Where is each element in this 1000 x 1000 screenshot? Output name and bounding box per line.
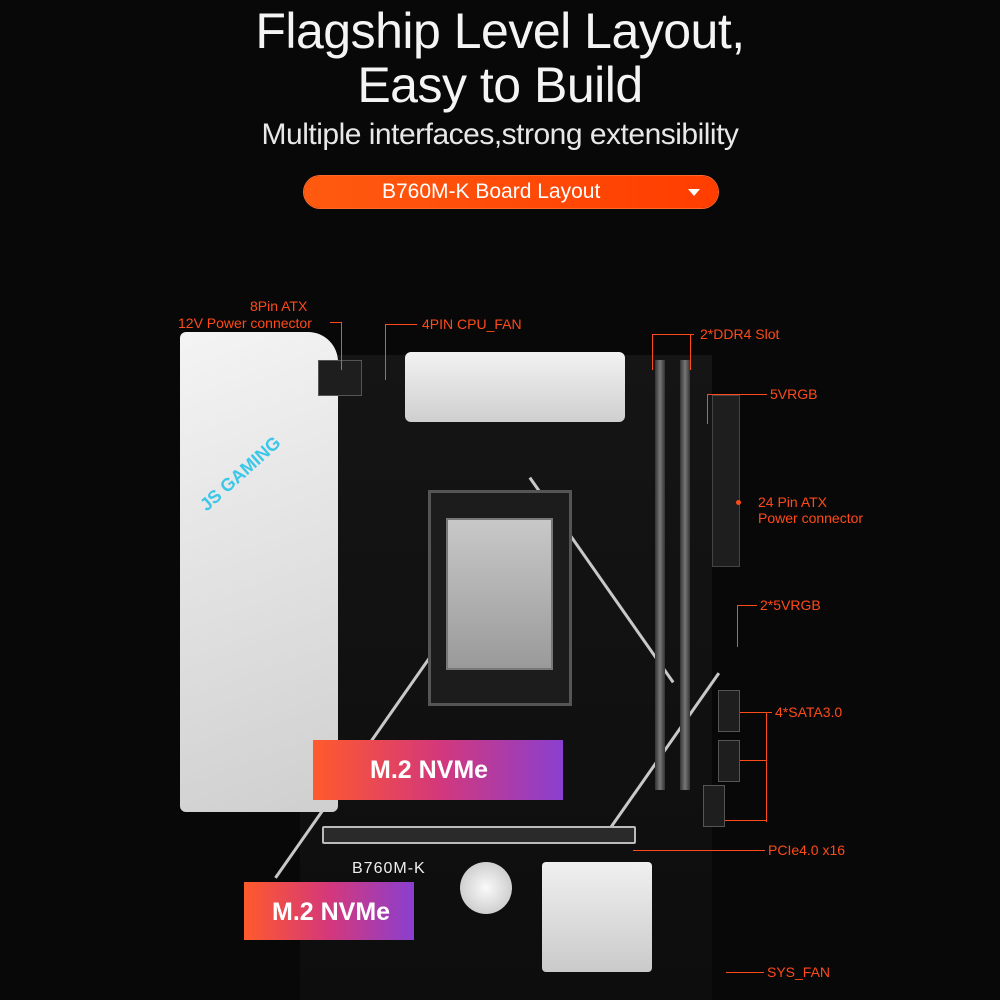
callout-dot	[736, 500, 741, 505]
m2-slot-1: M.2 NVMe	[313, 740, 563, 800]
callout-line	[652, 334, 653, 370]
callout-line	[725, 820, 767, 821]
callout-atx8-line2: 12V Power connector	[178, 315, 312, 331]
page-title-line-1: Flagship Level Layout,	[255, 3, 745, 59]
callout-line	[766, 712, 767, 822]
callout-atx24-line1: 24 Pin ATX	[758, 494, 828, 510]
callout-line	[652, 334, 694, 335]
callout-line	[690, 334, 691, 370]
callout-line	[740, 760, 767, 761]
callout-pcie: PCIe4.0 x16	[768, 842, 846, 858]
callout-line	[707, 394, 708, 424]
cpu-socket-plate	[446, 518, 553, 670]
triangle-down-icon	[688, 189, 700, 196]
callout-cpu-fan: 4PIN CPU_FAN	[422, 316, 522, 332]
m2-slot-1-label: M.2 NVMe	[370, 756, 489, 784]
board-model-label: B760M-K	[352, 860, 426, 877]
ddr4-slot-1	[655, 360, 665, 790]
callout-line	[737, 605, 738, 647]
callout-line	[633, 850, 765, 851]
callout-atx8-line1: 8Pin ATX	[250, 298, 308, 314]
m2-slot-2-label: M.2 NVMe	[272, 898, 391, 926]
board-layout-dropdown[interactable]: B760M-K Board Layout	[304, 176, 718, 208]
page-subtitle: Multiple interfaces,strong extensibility	[261, 118, 739, 151]
callout-5vrgb: 5VRGB	[770, 386, 818, 402]
callout-line	[341, 322, 342, 370]
callout-line	[726, 972, 764, 973]
sata-port	[703, 785, 725, 827]
pcie-x16-slot	[322, 826, 636, 844]
chipset-heatsink	[542, 862, 652, 972]
atx24-connector	[712, 395, 740, 567]
sata-port	[718, 740, 740, 782]
callout-line	[766, 712, 772, 713]
vrm-heatsink-left	[180, 332, 338, 812]
callout-line	[385, 324, 417, 325]
callout-2x5vrgb: 2*5VRGB	[760, 597, 821, 613]
m2-slot-2: M.2 NVMe	[244, 882, 414, 940]
callout-line	[707, 394, 767, 395]
atx8-connector	[318, 360, 362, 396]
callout-line	[737, 605, 757, 606]
callout-atx24-line2: Power connector	[758, 510, 864, 526]
vrm-heatsink-top	[405, 352, 625, 422]
callout-ddr4: 2*DDR4 Slot	[700, 326, 780, 342]
cmos-battery	[460, 862, 512, 914]
callout-sata: 4*SATA3.0	[775, 704, 843, 720]
page-title-line-2: Easy to Build	[357, 57, 643, 113]
board-layout-dropdown-label: B760M-K Board Layout	[382, 180, 601, 203]
callout-sys-fan: SYS_FAN	[767, 964, 831, 980]
callout-line	[330, 322, 342, 323]
callout-line	[740, 712, 767, 713]
sata-port	[718, 690, 740, 732]
callout-line	[385, 324, 386, 380]
ddr4-slot-2	[680, 360, 690, 790]
